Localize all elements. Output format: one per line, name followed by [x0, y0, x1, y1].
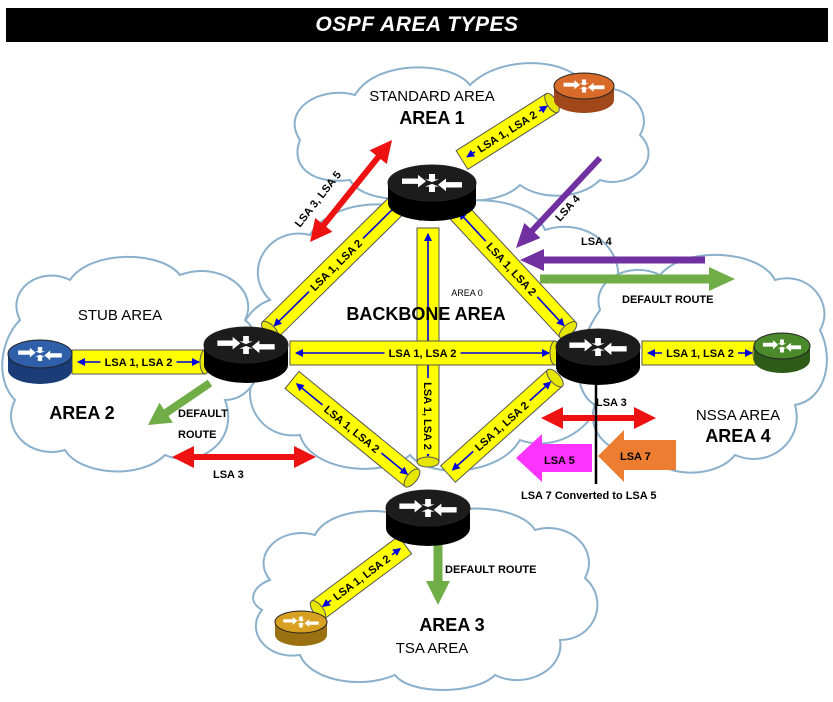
stub-area-label: STUB AREA [78, 307, 162, 324]
lsa12-label: LSA 1, LSA 2 [666, 348, 734, 360]
router-area4-internal [753, 332, 811, 373]
router-area2-internal [7, 339, 73, 384]
router-area3-internal [274, 610, 328, 646]
lsa4-diag-arrow [515, 155, 603, 249]
lsa3-lsa5-arrow [310, 139, 393, 242]
nssa-area-label: NSSA AREA [696, 407, 780, 424]
area-2-label: AREA 2 [49, 403, 114, 423]
area-0-label: AREA 0 [451, 288, 483, 298]
diagram-title: OSPF AREA TYPES [6, 8, 828, 42]
default-label: DEFAULT [178, 408, 228, 420]
default-route-area4-label: DEFAULT ROUTE [622, 294, 713, 306]
area-1-label: AREA 1 [399, 108, 464, 128]
backbone-area-label: BACKBONE AREA [346, 304, 505, 324]
lsa3-area2-arrow [172, 446, 316, 468]
lsa-link-area4-edge: LSA 1, LSA 2 [641, 340, 764, 366]
lsa-link-area2-edge: LSA 1, LSA 2 [71, 349, 211, 375]
lsa5-arrow [516, 434, 592, 482]
area-4-label: AREA 4 [705, 426, 770, 446]
route-label: ROUTE [178, 429, 217, 441]
default-route-area3-arrow [426, 540, 450, 605]
lsa4-arrow [520, 249, 705, 271]
lsa4-label: LSA 4 [581, 236, 613, 248]
lsa5-label: LSA 5 [544, 455, 575, 467]
tsa-area-label: TSA AREA [396, 640, 469, 657]
lsa12-label: LSA 1, LSA 2 [421, 382, 433, 450]
lsa12-label: LSA 1, LSA 2 [389, 348, 457, 360]
lsa7-arrow [598, 430, 676, 482]
lsa7-label: LSA 7 [620, 451, 651, 463]
router-area1-abr [387, 164, 477, 221]
router-area2-abr [203, 326, 289, 383]
lsa3-area4-label: LSA 3 [596, 397, 627, 409]
lsa3-area2-label: LSA 3 [213, 469, 244, 481]
routers [7, 72, 811, 646]
standard-area-label: STANDARD AREA [369, 88, 495, 105]
lsa7-converted-label: LSA 7 Converted to LSA 5 [521, 490, 656, 502]
lsa12-label: LSA 1, LSA 2 [105, 357, 173, 369]
lsa-link-area3-vert: LSA 1, LSA 2 [421, 378, 435, 454]
lsa4-diag-label: LSA 4 [553, 192, 583, 224]
router-area1-internal [553, 72, 615, 113]
area-3-label: AREA 3 [419, 615, 484, 635]
lsa-link-area2-area4: LSA 1, LSA 2 [289, 340, 561, 366]
router-area4-abr [555, 328, 641, 385]
lsa3-area4-arrow [541, 407, 656, 429]
default-route-area3-label: DEFAULT ROUTE [445, 564, 536, 576]
default-route-area4-arrow [540, 267, 735, 291]
default-route-area2-arrow [147, 379, 213, 426]
router-area3-abr [385, 489, 471, 546]
lsa-arrows [147, 139, 735, 605]
